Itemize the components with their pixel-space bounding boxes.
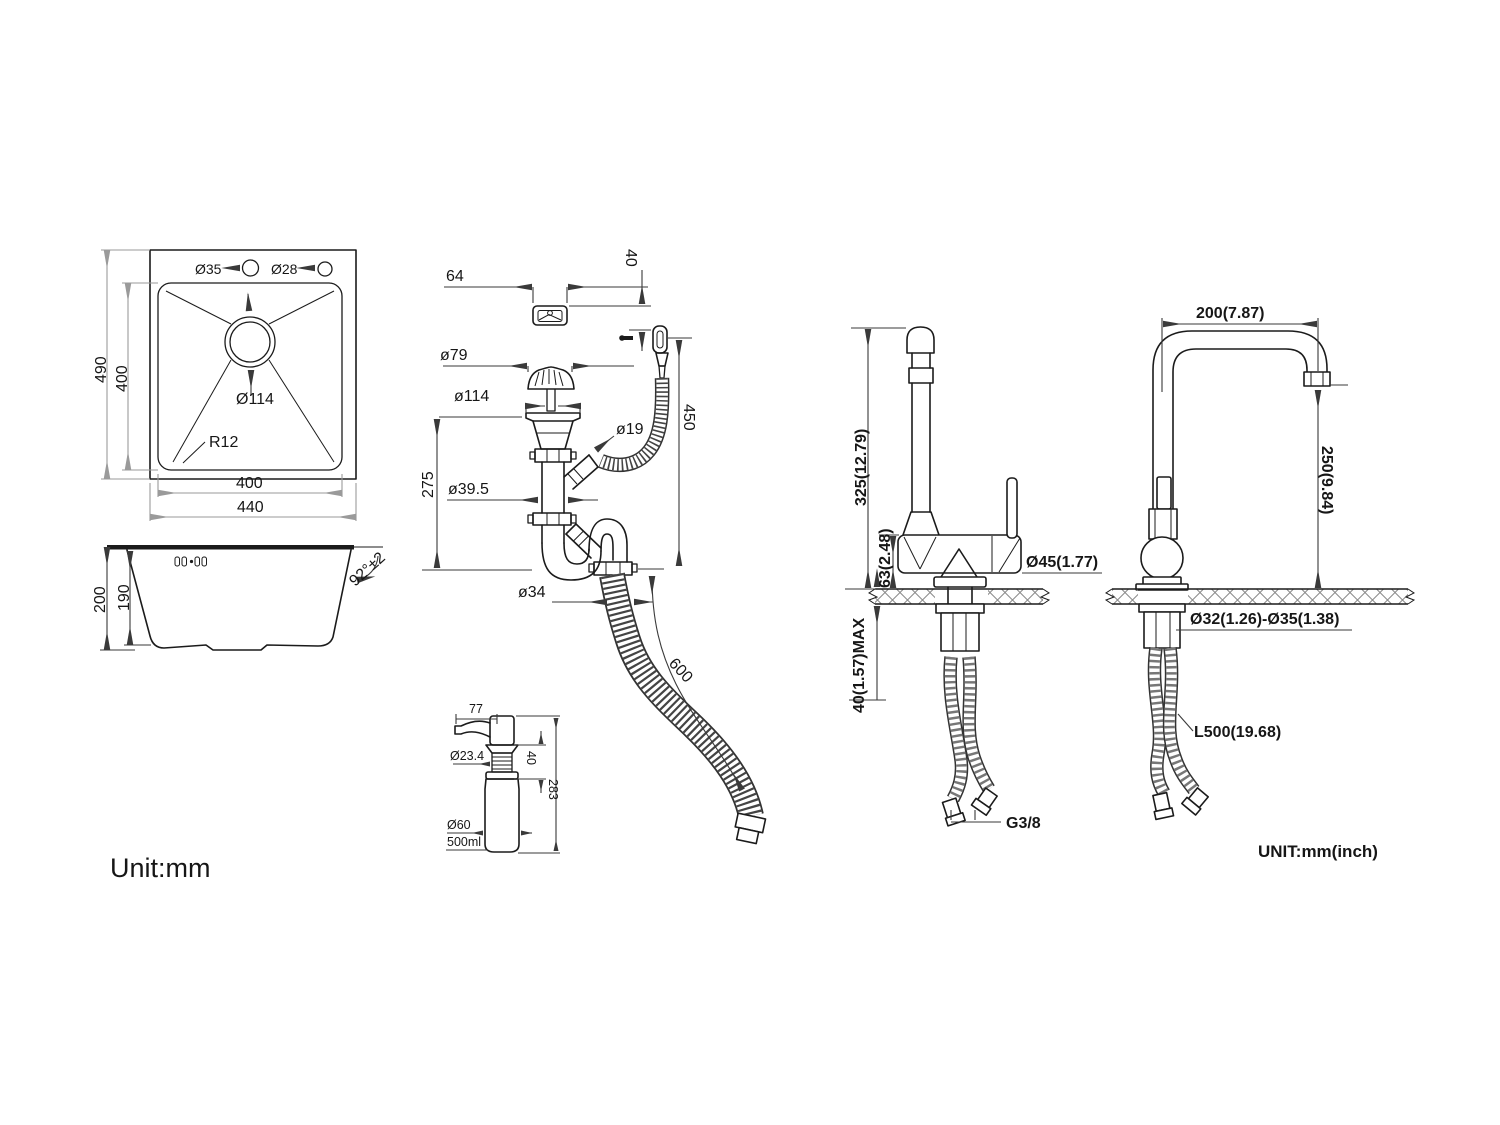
dim-body-height: 63(2.48) — [877, 528, 894, 588]
dim-faucet-height: 325(12.79) — [853, 429, 870, 506]
dim-mounting-hole: Ø32(1.26)-Ø35(1.38) — [1190, 611, 1339, 628]
drain-flange — [525, 412, 581, 514]
dim-hole-right: Ø28 — [271, 261, 298, 277]
dim-inner-height: 400 — [114, 365, 131, 392]
handle-ball-joint — [1140, 536, 1184, 580]
screw-icon — [619, 335, 633, 341]
dim-supply-hose-length: L500(19.68) — [1194, 724, 1281, 741]
mounting-nut-front — [1143, 611, 1181, 649]
dim-hole-left: Ø35 — [195, 261, 222, 277]
dim-thread-height: 40 — [524, 751, 538, 765]
sink-top-view: Ø35 Ø28 Ø114 R12 490 400 400 440 — [93, 249, 357, 521]
overflow-branch-fitting — [563, 454, 599, 490]
dim-pipe-dia: ø39.5 — [448, 481, 489, 498]
dim-spout-reach: 200(7.87) — [1196, 305, 1265, 322]
spout-outlet — [1303, 371, 1331, 387]
supply-hoses-front — [1147, 647, 1210, 821]
overflow-holes-icon — [174, 556, 207, 567]
dim-overflow-length: 450 — [680, 404, 697, 431]
dim-spout-height: 250(9.84) — [1318, 446, 1335, 515]
dim-bottle-capacity: 500ml — [447, 835, 481, 849]
faucet-front-view: 200(7.87) 250(9.84) Ø32(1.26)-Ø35(1.38) … — [1104, 305, 1416, 821]
dim-strainer-dia: ø79 — [440, 347, 468, 364]
mounting-nut-side — [940, 612, 980, 652]
dim-hose-dia: ø34 — [518, 584, 546, 601]
faucet-handle-front — [1156, 476, 1172, 510]
p-trap — [527, 512, 638, 581]
dim-depth-inner: 190 — [116, 584, 133, 611]
supply-hoses-side — [941, 656, 998, 827]
dim-overflow-dia: ø19 — [616, 421, 644, 438]
dim-hose-thread: G3/8 — [1006, 815, 1041, 832]
unit-note-right: UNIT:mm(inch) — [1258, 842, 1378, 861]
overflow-hose — [598, 377, 670, 473]
dim-deck-thickness: 40(1.57)MAX — [851, 618, 868, 713]
faucet-handle-side — [1006, 477, 1018, 539]
dim-base-dia: Ø45(1.77) — [1026, 554, 1098, 571]
dim-spout-length: 77 — [469, 702, 483, 716]
dim-cover-width: 64 — [446, 268, 464, 285]
dim-outer-height: 490 — [93, 356, 110, 383]
dim-flange-dia: ø114 — [454, 388, 489, 405]
dim-drain: Ø114 — [236, 391, 274, 408]
overflow-faceplate — [652, 325, 669, 379]
faucet-side-view: 325(12.79) 63(2.48) Ø45(1.77) 40(1.57)MA… — [845, 326, 1102, 832]
dim-corner-radius: R12 — [209, 434, 238, 451]
dim-thread-dia: Ø23.4 — [450, 749, 484, 763]
dim-outer-width: 440 — [237, 499, 264, 516]
dim-bottle-dia: Ø60 — [447, 818, 471, 832]
dim-depth-outer: 200 — [92, 586, 109, 613]
dim-cover-height: 40 — [622, 249, 639, 267]
strainer-basket — [527, 366, 575, 412]
overflow-cover — [532, 305, 568, 326]
soap-dispenser: 77 Ø23.4 40 283 Ø60 500ml — [446, 702, 560, 854]
dim-inner-width: 400 — [236, 475, 263, 492]
dim-trap-height: 275 — [420, 471, 437, 498]
unit-note-left: Unit:mm — [110, 853, 211, 883]
dim-dispenser-height: 283 — [546, 779, 560, 800]
